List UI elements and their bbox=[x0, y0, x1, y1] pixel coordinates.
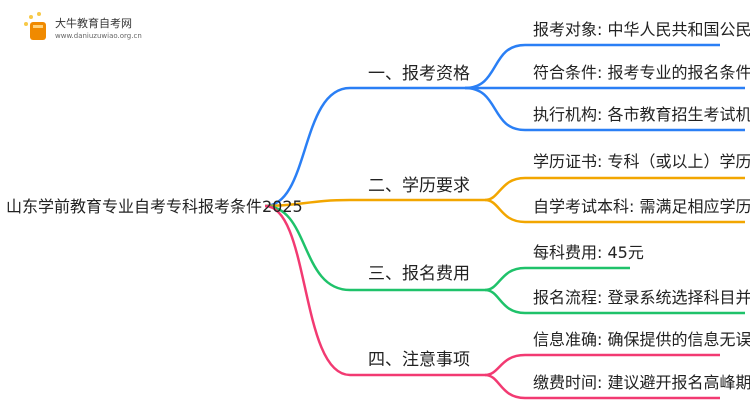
connector-branch-1 bbox=[264, 86, 465, 208]
connector-leaf bbox=[484, 288, 745, 315]
logo-url: www.daniuzuwiao.org.cn bbox=[55, 32, 142, 40]
connector-leaf bbox=[484, 266, 630, 292]
root-node: 山东学前教育专业自考专科报考条件2025 bbox=[6, 197, 303, 216]
leaf-4-1: 信息准确: 确保提供的信息无误 bbox=[533, 330, 750, 349]
connector-leaf bbox=[484, 373, 720, 400]
connector-branch-4 bbox=[264, 204, 485, 377]
connector-branch-2 bbox=[264, 198, 485, 208]
logo-name: 大牛教育自考网 bbox=[55, 17, 132, 30]
leaf-3-2: 报名流程: 登录系统选择科目并缴费 bbox=[533, 288, 750, 307]
leaf-1-1: 报考对象: 中华人民共和国公民 bbox=[533, 20, 750, 39]
logo-icon bbox=[22, 12, 52, 46]
connector-branch-3 bbox=[264, 204, 485, 292]
connector-leaf bbox=[464, 43, 720, 90]
branch-3: 三、报名费用 bbox=[368, 264, 470, 284]
branch-1: 一、报考资格 bbox=[368, 64, 470, 84]
connector-leaf bbox=[484, 353, 720, 377]
branch-4: 四、注意事项 bbox=[368, 350, 470, 370]
connector-leaf bbox=[484, 198, 745, 224]
branch-2: 二、学历要求 bbox=[368, 176, 470, 196]
leaf-2-2: 自学考试本科: 需满足相应学历要求 bbox=[533, 197, 750, 216]
leaf-1-3: 执行机构: 各市教育招生考试机构 bbox=[533, 105, 750, 124]
leaf-4-2: 缴费时间: 建议避开报名高峰期 bbox=[533, 373, 750, 392]
leaf-1-2: 符合条件: 报考专业的报名条件 bbox=[533, 63, 750, 82]
connector-leaf bbox=[464, 86, 745, 132]
leaf-3-1: 每科费用: 45元 bbox=[533, 243, 644, 262]
connector-leaf bbox=[484, 176, 745, 202]
leaf-2-1: 学历证书: 专科（或以上）学历证书 bbox=[533, 152, 750, 171]
